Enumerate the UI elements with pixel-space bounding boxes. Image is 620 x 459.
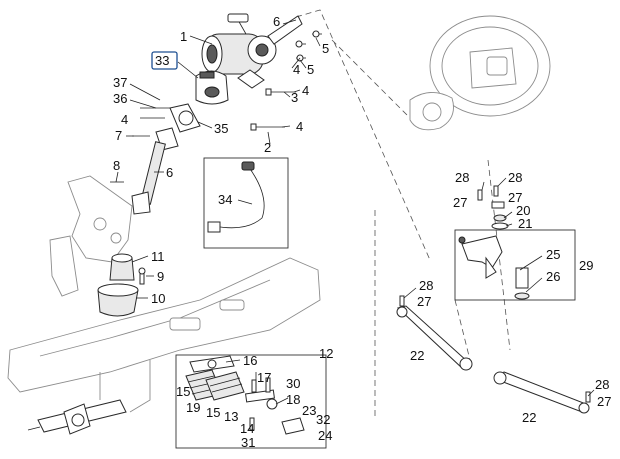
callout-32: 32 <box>316 412 330 427</box>
wiring-harness-inset <box>203 157 289 249</box>
steering-rack <box>27 399 127 435</box>
callout-23: 23 <box>302 403 316 418</box>
intermediate-shaft <box>110 103 201 215</box>
callout-20: 20 <box>516 203 530 218</box>
callout-3: 3 <box>291 90 298 105</box>
mounting-bracket <box>49 175 133 297</box>
callout-1: 1 <box>180 29 187 44</box>
callout-14: 14 <box>240 421 254 436</box>
column-fasteners <box>250 30 322 131</box>
switch-housing <box>195 70 229 105</box>
callout-21: 21 <box>518 216 532 231</box>
callout-9: 9 <box>157 269 164 284</box>
idler-fasteners <box>477 185 509 230</box>
callout-28-c: 28 <box>419 278 433 293</box>
callout-10: 10 <box>151 291 165 306</box>
steering-column-assembly <box>201 13 303 89</box>
callout-5-column: 5 <box>307 62 314 77</box>
callout-4-long-bolt: 4 <box>296 119 303 134</box>
callout-28-a: 28 <box>455 170 469 185</box>
rack-components-box <box>175 354 327 449</box>
callout-4-left: 4 <box>121 112 128 127</box>
callout-6-shaft: 6 <box>166 165 173 180</box>
callout-8: 8 <box>113 158 120 173</box>
callout-18: 18 <box>286 392 300 407</box>
callout-36: 36 <box>113 91 127 106</box>
callout-16: 16 <box>243 353 257 368</box>
callout-12: 12 <box>319 346 333 361</box>
callout-7: 7 <box>115 128 122 143</box>
steering-wheel-illustration <box>409 15 551 131</box>
callout-17: 17 <box>257 370 271 385</box>
callout-19: 19 <box>186 400 200 415</box>
callout-27-c: 27 <box>417 294 431 309</box>
callout-15-left: 15 <box>176 384 190 399</box>
callout-24: 24 <box>318 428 332 443</box>
callout-4-bolt: 4 <box>302 83 309 98</box>
callout-37: 37 <box>113 75 127 90</box>
callout-27-b: 27 <box>508 190 522 205</box>
callout-34: 34 <box>218 192 232 207</box>
callout-15-right: 15 <box>206 405 220 420</box>
callout-6-top: 6 <box>273 14 280 29</box>
callout-30: 30 <box>286 376 300 391</box>
idler-arm-box <box>454 229 576 301</box>
callout-27-a: 27 <box>453 195 467 210</box>
callout-2: 2 <box>264 140 271 155</box>
tie-rods <box>396 295 591 414</box>
rubber-mounts <box>97 253 146 317</box>
callout-leaders <box>115 19 595 405</box>
callout-4-column: 4 <box>293 62 300 77</box>
front-subframe <box>7 257 321 413</box>
callout-35: 35 <box>214 121 228 136</box>
callout-13: 13 <box>224 409 238 424</box>
callout-28-d: 28 <box>595 377 609 392</box>
callout-31: 31 <box>241 435 255 450</box>
callout-22-a: 22 <box>410 348 424 363</box>
callout-33-highlight <box>151 51 178 70</box>
callout-labels: 1 33 6 5 4 5 3 4 37 36 4 7 35 4 2 8 6 34… <box>113 14 611 450</box>
callout-25: 25 <box>546 247 560 262</box>
callout-29: 29 <box>579 258 593 273</box>
callout-5-right: 5 <box>322 41 329 56</box>
callout-27-d: 27 <box>597 394 611 409</box>
callout-11: 11 <box>151 249 165 264</box>
callout-26: 26 <box>546 269 560 284</box>
callout-33: 33 <box>155 53 169 68</box>
callout-28-b: 28 <box>508 170 522 185</box>
callout-22-b: 22 <box>522 410 536 425</box>
